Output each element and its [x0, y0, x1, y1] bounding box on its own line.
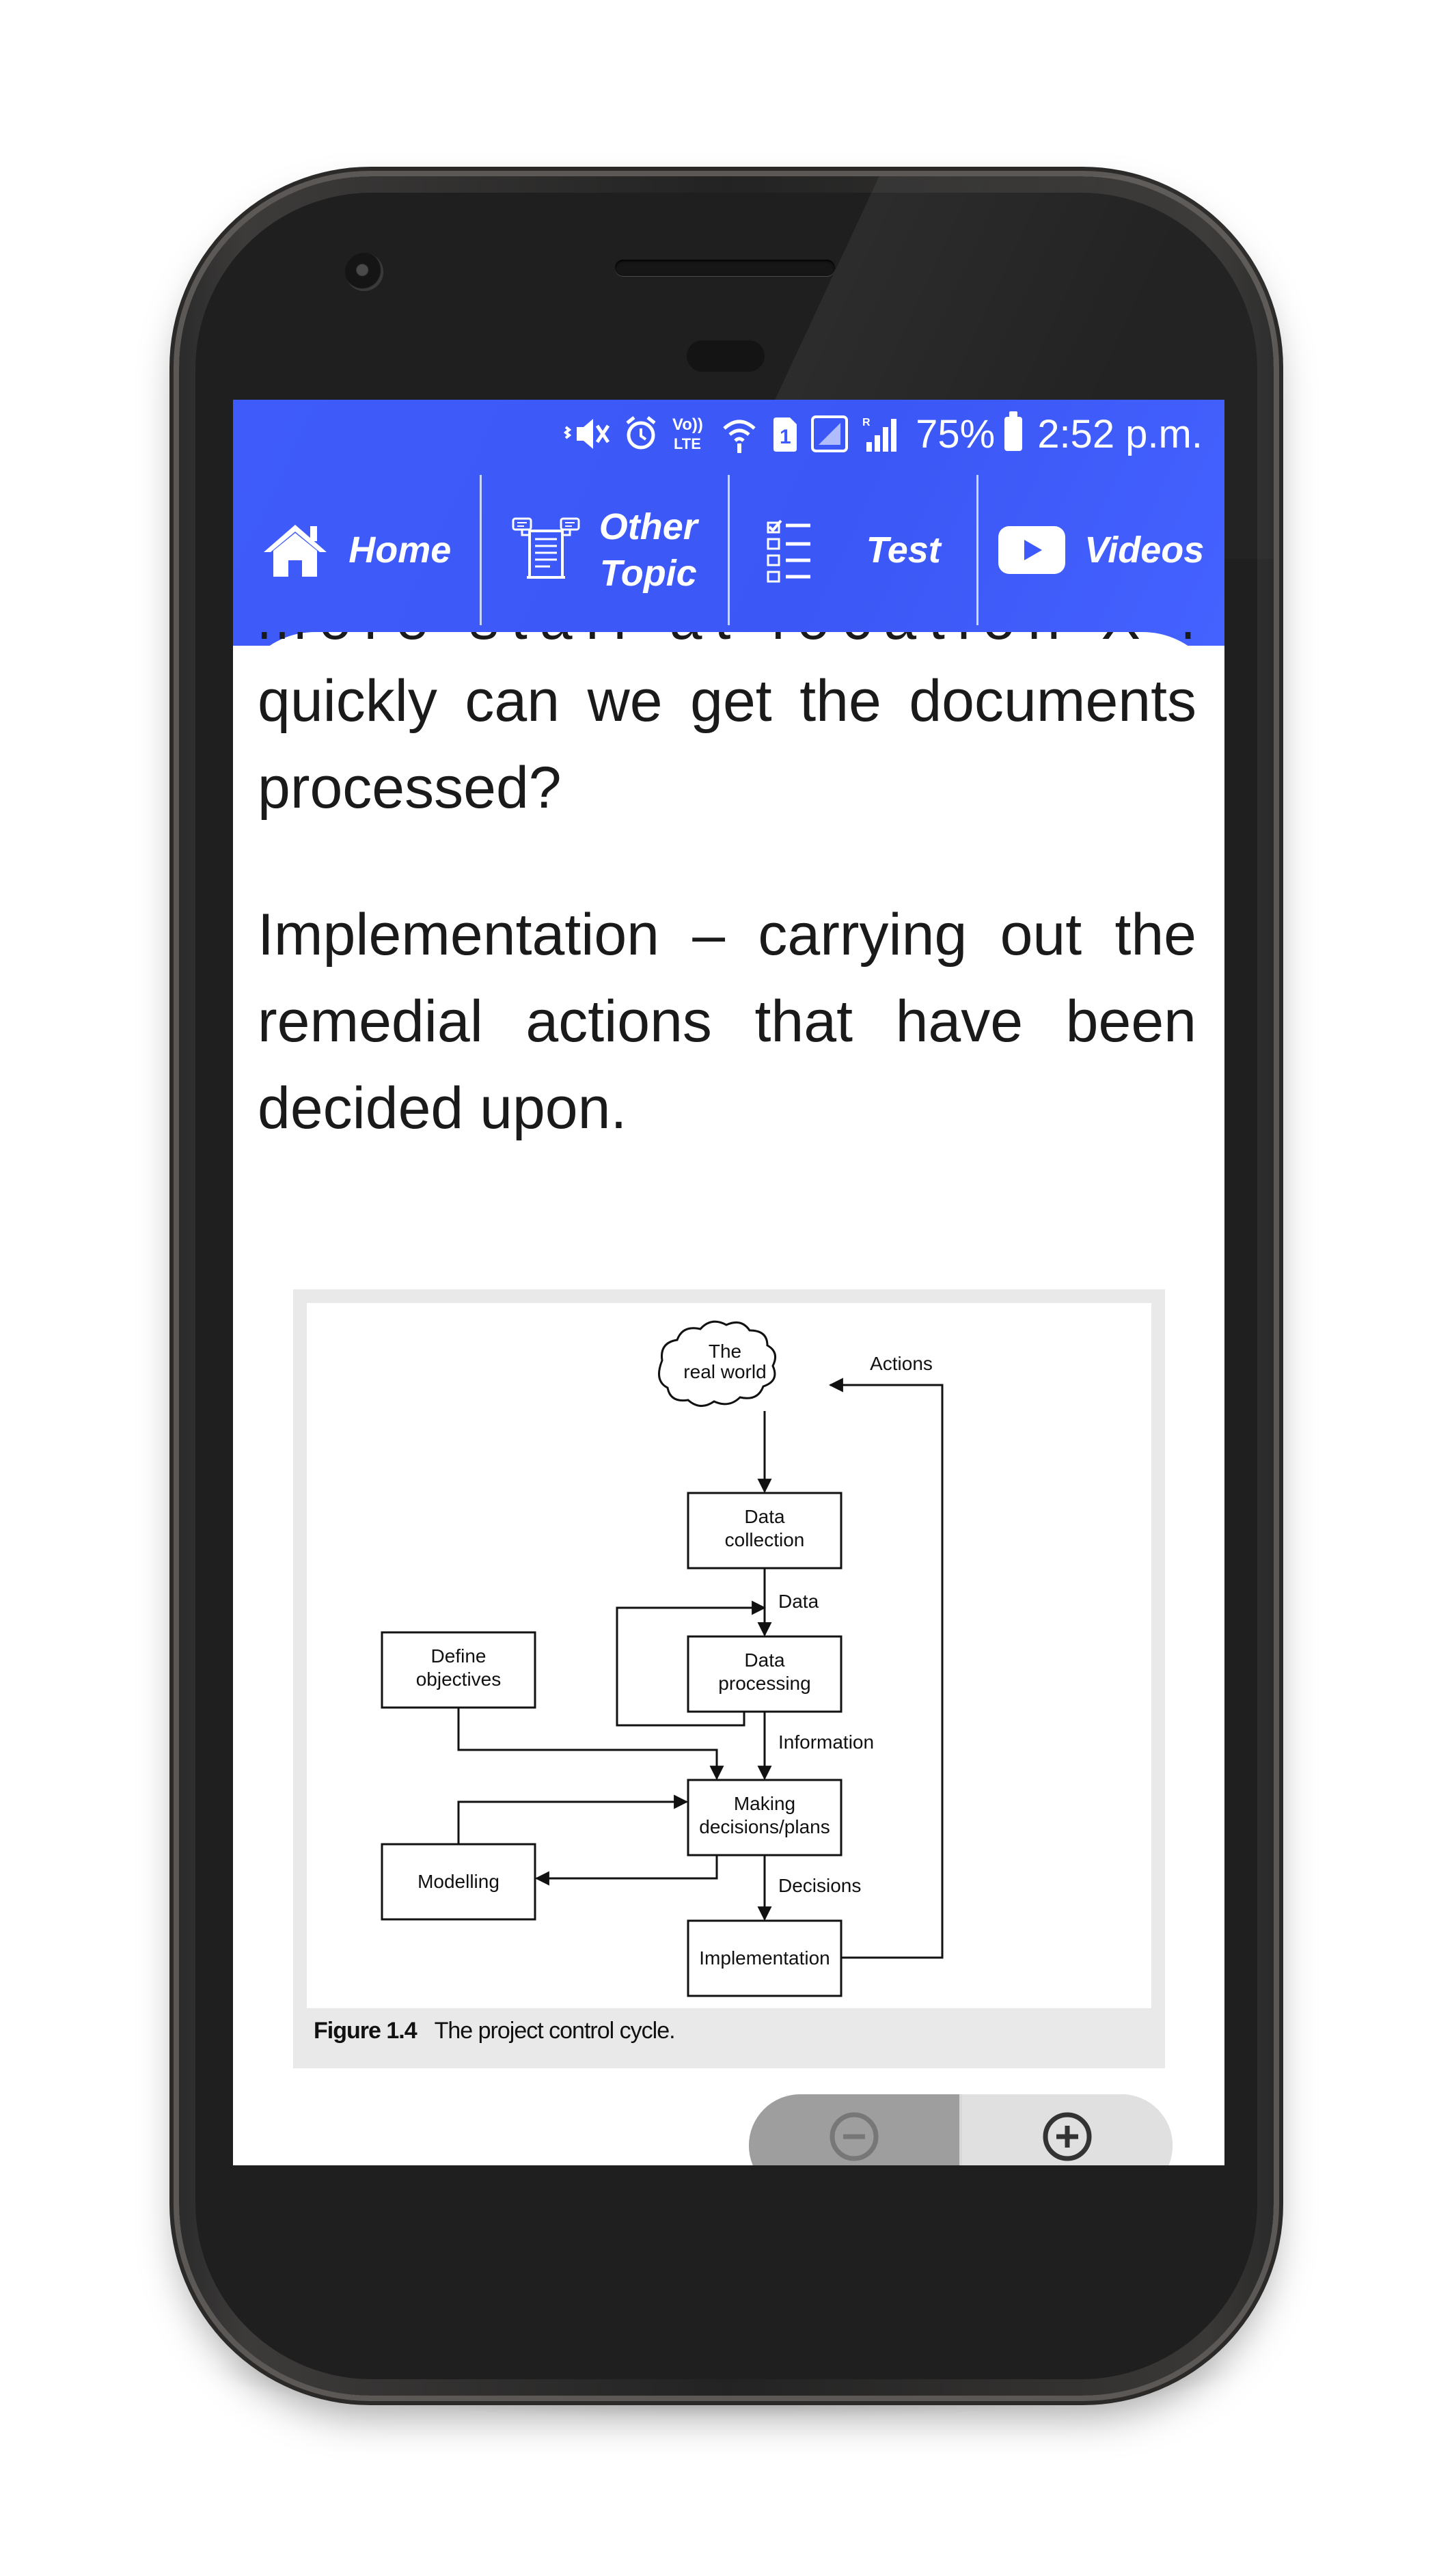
- node-data-collection-line2: collection: [725, 1529, 805, 1550]
- nav-test-label: Test: [866, 530, 941, 571]
- node-modelling: [381, 1843, 536, 1921]
- power-button: [1272, 1018, 1282, 1305]
- proximity-sensor: [687, 340, 765, 372]
- zoom-in-icon: [1043, 2112, 1092, 2161]
- clipped-text-line: more staff at location X how: [258, 632, 1196, 659]
- svg-text:1: 1: [780, 426, 791, 448]
- document-icon: [512, 517, 580, 579]
- vibrate-mute-icon: [563, 419, 610, 449]
- node-data-processing-line2: processing: [718, 1673, 810, 1694]
- nav-home[interactable]: Home: [233, 475, 482, 625]
- svg-text:LTE: LTE: [674, 435, 701, 452]
- nav-other-topic-line1: Other: [599, 506, 698, 547]
- node-making-decisions-line1: Making: [734, 1793, 795, 1814]
- figure[interactable]: The real world Data collection Data proc…: [293, 1289, 1165, 2068]
- nav-other-topic-line2: Topic: [599, 553, 697, 594]
- node-data-processing: [687, 1635, 843, 1713]
- volte-icon: Vo)) LTE: [672, 415, 703, 452]
- edge-decisions-to-modelling: [534, 1855, 718, 1886]
- node-implementation: [687, 1919, 843, 1997]
- edge-implementation-to-world: [828, 1378, 944, 1959]
- clock: 2:52 p.m.: [1037, 411, 1203, 456]
- alarm-icon: [626, 416, 656, 450]
- node-making-decisions-line2: decisions/plans: [699, 1816, 830, 1837]
- status-bar: Vo)) LTE 1: [233, 400, 1224, 468]
- earpiece-speaker: [615, 260, 835, 276]
- svg-text:Vo)): Vo)): [672, 415, 703, 434]
- svg-text:R: R: [862, 417, 871, 428]
- clipped-text: more staff at location X how: [258, 632, 1196, 652]
- node-real-world-line2: real world: [683, 1361, 766, 1382]
- node-data-collection-line1: Data: [744, 1506, 785, 1527]
- node-modelling-label: Modelling: [417, 1871, 499, 1892]
- node-implementation-label: Implementation: [699, 1947, 830, 1969]
- status-icons: Vo)) LTE 1: [563, 413, 899, 454]
- zoom-out-button[interactable]: [749, 2094, 962, 2165]
- node-define-objectives: [381, 1631, 536, 1709]
- edge-label-actions: Actions: [870, 1353, 933, 1374]
- edge-label-information: Information: [778, 1731, 874, 1753]
- edge-processing-loop: [616, 1600, 767, 1727]
- article-text: quickly can we get the documents process…: [258, 658, 1196, 1212]
- front-camera: [345, 253, 383, 291]
- article-paragraph: quickly can we get the documents process…: [258, 668, 1196, 821]
- zoom-control: [749, 2094, 1173, 2165]
- screen: Vo)) LTE 1: [233, 400, 1224, 2165]
- zoom-in-button[interactable]: [962, 2094, 1173, 2165]
- figure-image: The real world Data collection Data proc…: [307, 1303, 1151, 2008]
- checklist-icon: [767, 519, 810, 583]
- figure-caption: Figure 1.4 The project control cycle.: [314, 2018, 676, 2044]
- edge-objectives-to-decisions: [457, 1708, 724, 1781]
- wifi-icon: [723, 420, 756, 453]
- nav-videos[interactable]: Videos: [978, 475, 1225, 625]
- battery-icon: [1004, 411, 1023, 451]
- nav-videos-label: Videos: [1084, 530, 1205, 571]
- node-making-decisions: [687, 1779, 843, 1856]
- signal-empty-icon: [811, 415, 849, 452]
- battery-percentage: 75%: [916, 411, 996, 456]
- volume-button: [1272, 711, 1282, 851]
- node-data-processing-line1: Data: [744, 1649, 785, 1671]
- sim-icon: 1: [773, 417, 797, 452]
- nav-test[interactable]: Test: [730, 475, 978, 625]
- home-icon: [264, 525, 327, 577]
- node-data-collection: [687, 1492, 843, 1570]
- signal-icon: R: [862, 417, 897, 452]
- node-define-objectives-line1: Define: [431, 1645, 487, 1667]
- figure-caption-text: The project control cycle.: [434, 2018, 676, 2044]
- node-define-objectives-line2: objectives: [416, 1669, 502, 1690]
- node-real-world-shape: [658, 1320, 777, 1407]
- nav-home-label: Home: [348, 530, 452, 571]
- app-header: Vo)) LTE 1: [233, 400, 1224, 646]
- node-real-world-line1: The: [709, 1341, 741, 1362]
- figure-caption-label: Figure 1.4: [314, 2018, 417, 2044]
- edge-label-decisions: Decisions: [778, 1875, 861, 1896]
- edge-label-data: Data: [778, 1591, 819, 1612]
- project-control-cycle-diagram: The real world Data collection Data proc…: [381, 1320, 944, 1997]
- article-paragraph: Implementation – carrying out the remedi…: [258, 902, 1196, 1141]
- edge-modelling-to-decisions: [457, 1794, 689, 1844]
- zoom-out-icon: [830, 2112, 879, 2161]
- play-icon: [998, 526, 1066, 574]
